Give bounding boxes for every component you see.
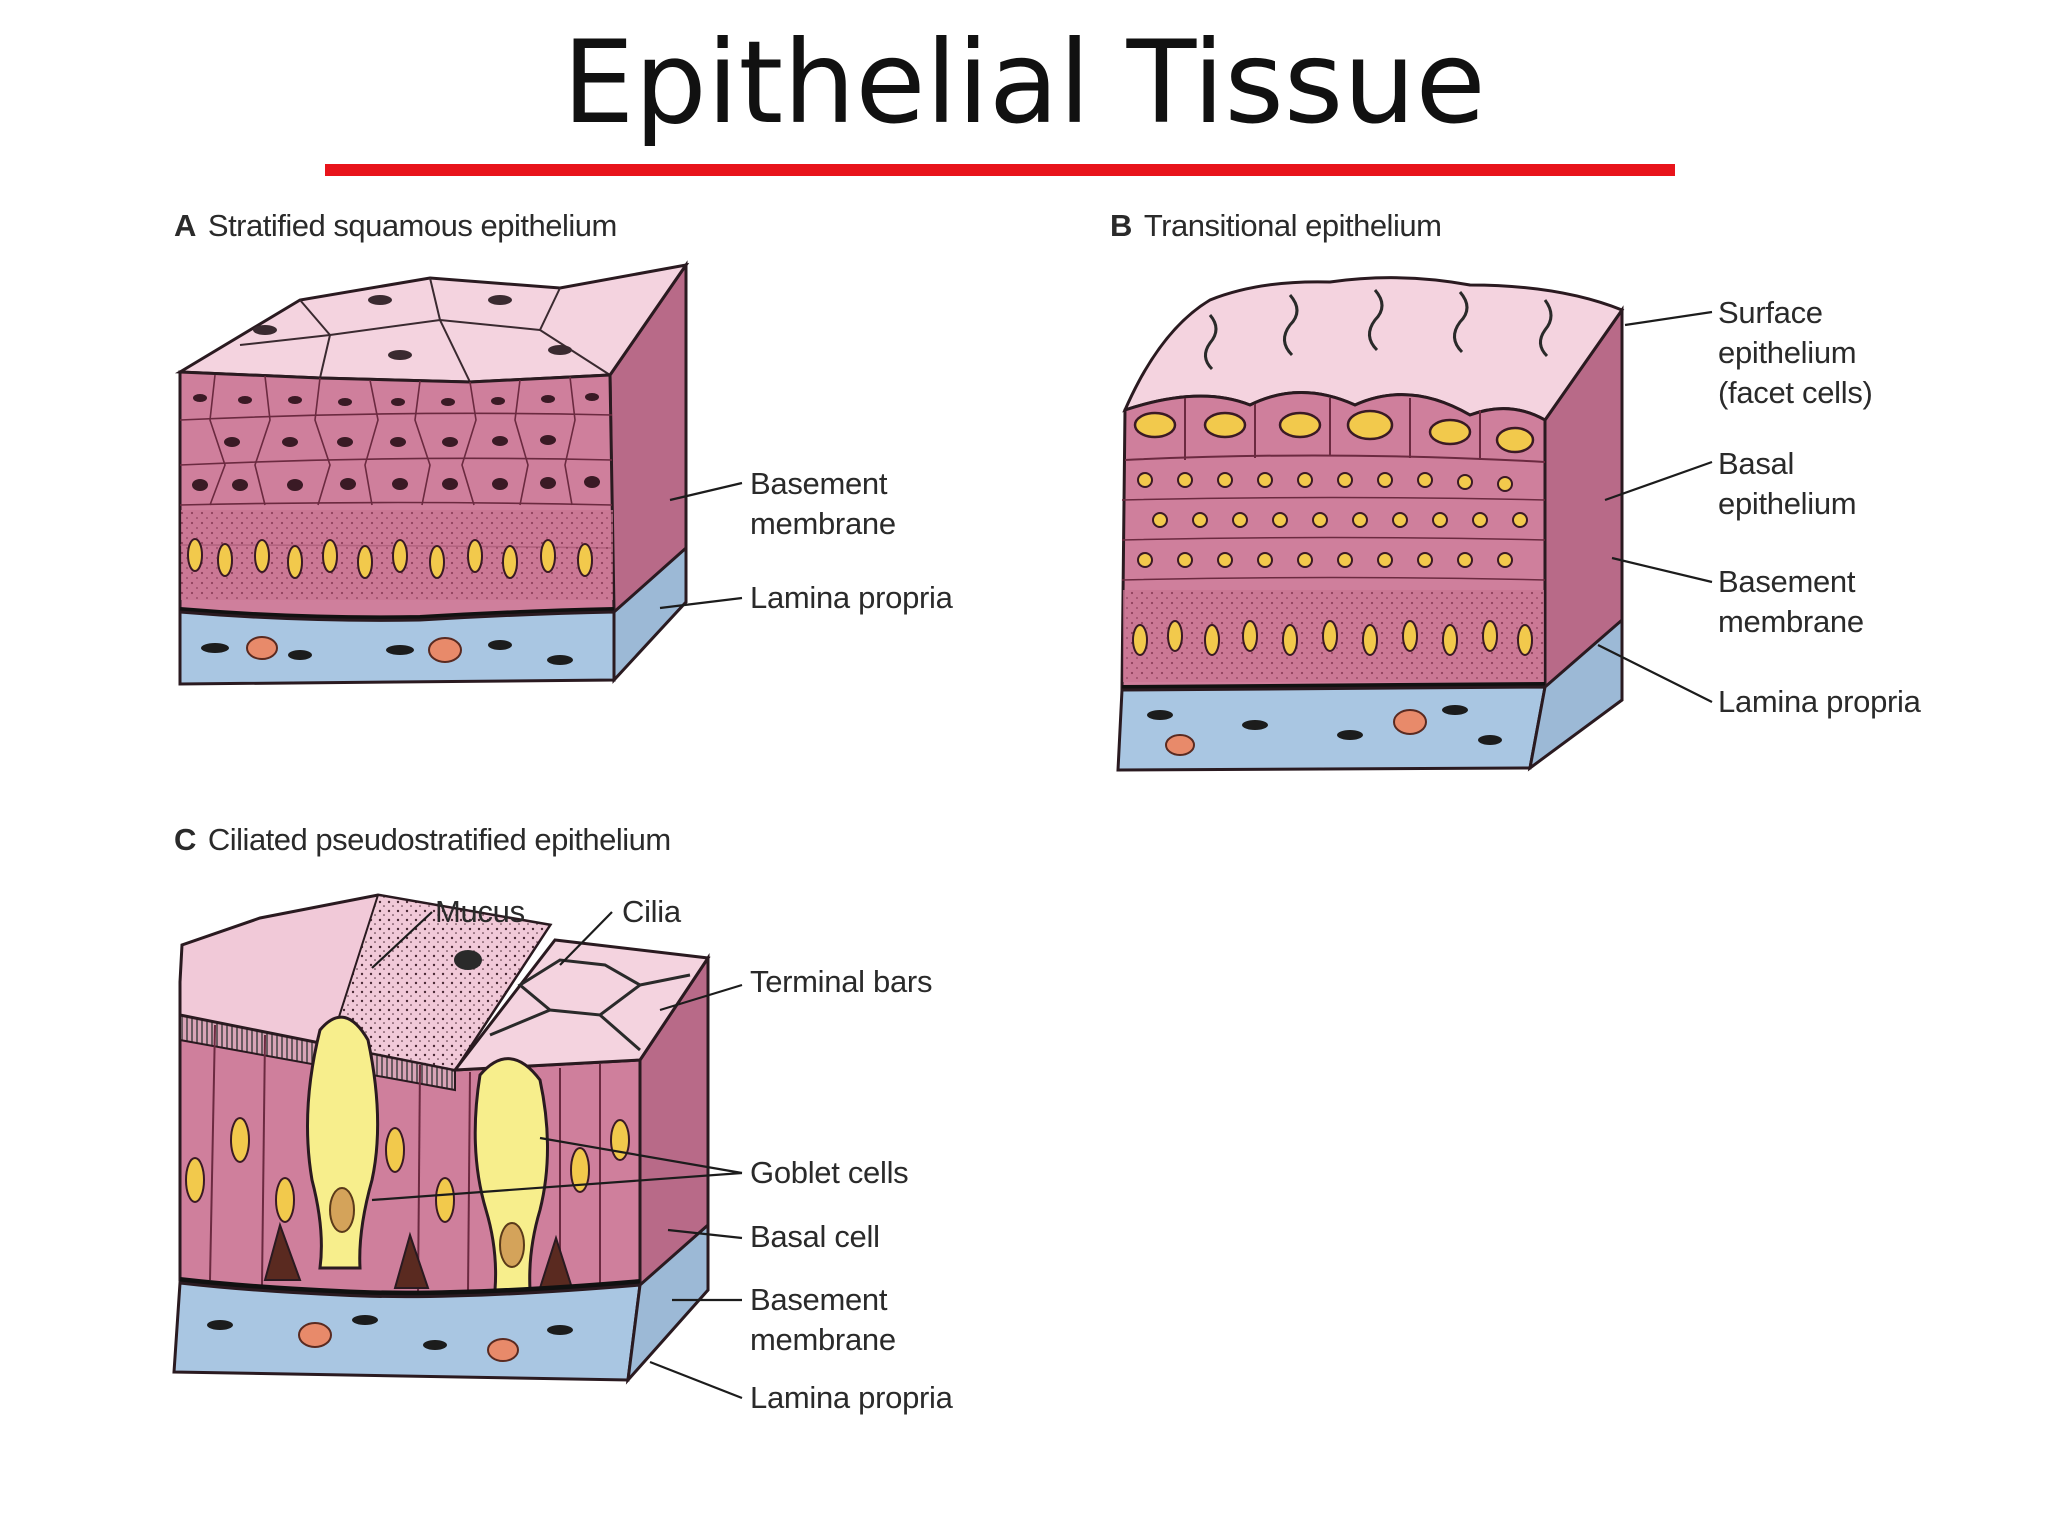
panel-a-squame-outlines bbox=[239, 277, 611, 383]
panel-b-basal-nuclei bbox=[1137, 472, 1528, 568]
panel-a-lamina-side bbox=[612, 544, 688, 684]
panel-b-leader-lines bbox=[1597, 310, 1713, 703]
panel-b-label-basement-membrane: Basement membrane bbox=[1718, 562, 1864, 642]
panel-b-label-surface-epithelium: Surface epithelium (facet cells) bbox=[1718, 293, 1873, 413]
panel-a-label-lamina-propria: Lamina propria bbox=[750, 580, 953, 615]
panel-c-leader-lines bbox=[371, 911, 743, 1400]
panel-a-top-surface bbox=[174, 262, 690, 384]
panel-b-label-basal-line1: Basal bbox=[1718, 446, 1795, 481]
panel-b-facet-cell-outlines bbox=[1124, 398, 1546, 463]
panel-c-terminal-bar-network bbox=[489, 958, 691, 1052]
panel-b-blood-cells bbox=[1165, 709, 1427, 756]
panel-b-surface-folds bbox=[1204, 289, 1553, 371]
panel-b-basal-grid bbox=[1121, 496, 1546, 581]
panel-c-goblet-cell-1 bbox=[306, 1015, 380, 1270]
panel-b-caption: B Transitional epithelium bbox=[1110, 208, 1442, 244]
panel-b-lamina-side bbox=[1527, 616, 1624, 772]
panel-c-block bbox=[172, 893, 711, 1385]
panel-b-label-surface-line1: Surface bbox=[1718, 295, 1823, 330]
panel-c-label-basal-cell: Basal cell bbox=[750, 1219, 880, 1254]
panel-a-label-basement-membrane: Basement membrane bbox=[750, 464, 896, 544]
slide-title: Epithelial Tissue bbox=[562, 16, 1486, 149]
panel-b-letter: B bbox=[1110, 208, 1132, 243]
panel-c-column-lines bbox=[209, 1024, 601, 1293]
panel-c-label-cilia: Cilia bbox=[622, 894, 681, 929]
panel-a-caption-text: Stratified squamous epithelium bbox=[207, 208, 617, 243]
panel-c-basement-membrane bbox=[179, 1277, 641, 1297]
panel-a-blood-cells bbox=[246, 636, 462, 663]
title-underline bbox=[325, 164, 1675, 176]
panel-c-letter: C bbox=[174, 822, 196, 857]
panel-a-basement-membrane bbox=[179, 607, 615, 622]
panel-b-basement-membrane bbox=[1121, 682, 1546, 691]
panel-b-label-surface-line2: epithelium bbox=[1718, 335, 1857, 370]
panel-b-fibroblasts bbox=[1147, 705, 1502, 745]
panel-c-caption-text: Ciliated pseudostratified epithelium bbox=[207, 822, 671, 857]
panel-a-squame-nuclei bbox=[253, 295, 572, 360]
panel-c-label-goblet-cells: Goblet cells bbox=[750, 1155, 909, 1190]
panel-a-block bbox=[174, 260, 690, 686]
panel-c-fibroblasts bbox=[207, 1315, 573, 1350]
panel-c-label-lamina-propria: Lamina propria bbox=[750, 1380, 953, 1415]
panel-a-label-basement-line2: membrane bbox=[750, 506, 896, 541]
panel-c-label-basement-line1: Basement bbox=[750, 1282, 888, 1317]
panel-a-basal-nuclei bbox=[187, 538, 593, 579]
panel-b-facet-nuclei bbox=[1133, 409, 1535, 454]
panel-a-caption: A Stratified squamous epithelium bbox=[174, 208, 617, 244]
panel-b-label-lamina-propria: Lamina propria bbox=[1718, 684, 1921, 719]
panel-a-fibroblasts bbox=[201, 640, 573, 665]
panel-b-columnar-nuclei bbox=[1132, 620, 1533, 656]
panel-b-label-basal-line2: epithelium bbox=[1718, 486, 1857, 521]
panel-a-leader-lines bbox=[659, 481, 743, 610]
panel-c-label-terminal-bars: Terminal bars bbox=[750, 964, 933, 999]
panel-c-lamina-propria bbox=[172, 1281, 642, 1382]
panel-b-label-basal-epithelium: Basal epithelium bbox=[1718, 444, 1857, 524]
panel-c-caption: C Ciliated pseudostratified epithelium bbox=[174, 822, 671, 858]
panel-c-label-mucus: Mucus bbox=[435, 894, 525, 929]
panel-c-label-basement-membrane: Basement membrane bbox=[750, 1280, 896, 1360]
panel-c-lamina-side bbox=[625, 1221, 710, 1385]
panel-b-block bbox=[1116, 276, 1625, 772]
panel-a-label-basement-line1: Basement bbox=[750, 466, 888, 501]
panel-c-basal-cells bbox=[263, 1221, 574, 1289]
panel-b-lamina-propria bbox=[1116, 685, 1547, 772]
panel-c-goblet-cell-2 bbox=[473, 1057, 549, 1292]
panel-b-caption-text: Transitional epithelium bbox=[1143, 208, 1442, 243]
panel-b-label-surface-line3: (facet cells) bbox=[1718, 375, 1873, 410]
panel-b-label-basement-line1: Basement bbox=[1718, 564, 1856, 599]
panel-b-label-basement-line2: membrane bbox=[1718, 604, 1864, 639]
panel-c-goblet-nuclei bbox=[329, 1187, 525, 1268]
panel-c-blood-cells bbox=[298, 1322, 519, 1362]
panel-c-mucus-opening bbox=[454, 950, 482, 970]
panel-c-label-basement-line2: membrane bbox=[750, 1322, 896, 1357]
panel-a-cell-nuclei bbox=[192, 393, 600, 491]
panel-a-letter: A bbox=[174, 208, 196, 243]
